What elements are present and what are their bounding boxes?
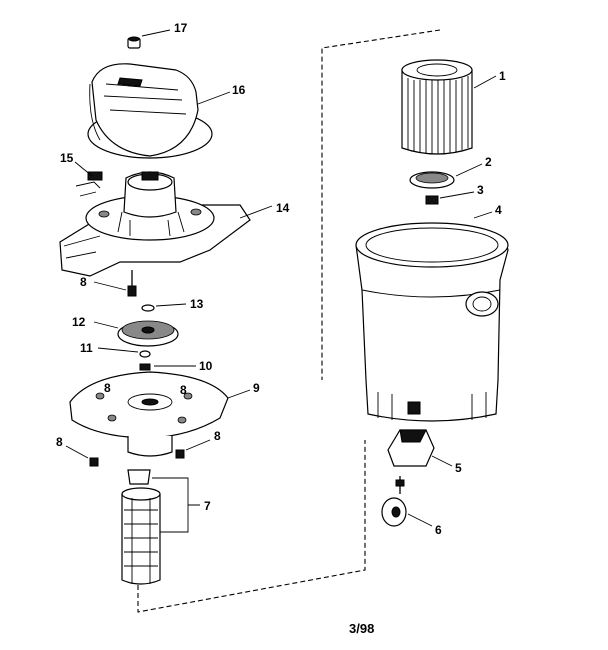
part-10-nut	[139, 363, 196, 371]
part-2-filter-plate	[409, 163, 483, 189]
part-4-tank	[355, 211, 509, 422]
label-part-8c: 8	[180, 383, 187, 397]
label-part-2: 2	[485, 155, 492, 169]
label-part-8a: 8	[80, 275, 87, 289]
label-part-7: 7	[204, 499, 211, 513]
part-3-nut	[425, 191, 475, 205]
part-17-knob	[127, 29, 171, 49]
part-9-base-plate	[69, 371, 251, 457]
label-part-8e: 8	[214, 429, 221, 443]
label-part-16: 16	[232, 83, 246, 97]
part-15-switch	[74, 161, 103, 197]
label-part-3: 3	[477, 183, 484, 197]
label-part-1: 1	[499, 69, 506, 83]
part-11-spacer	[97, 347, 151, 358]
part-1-filter-cartridge	[401, 59, 497, 155]
label-part-17: 17	[174, 21, 188, 35]
label-part-8d: 8	[56, 435, 63, 449]
label-part-12: 12	[72, 315, 86, 329]
part-13-washer	[141, 303, 187, 312]
part-14-motor-head	[59, 171, 273, 277]
label-part-15: 15	[60, 151, 74, 165]
label-part-14: 14	[276, 201, 290, 215]
label-part-13: 13	[190, 297, 204, 311]
label-part-8b: 8	[104, 381, 111, 395]
label-part-5: 5	[455, 461, 462, 475]
part-12-impeller	[93, 320, 179, 347]
part-5-caster-base	[387, 429, 453, 467]
part-8-screw-right	[175, 439, 211, 459]
part-7-filter-cage	[121, 469, 200, 585]
footer-code: 3/98	[349, 621, 374, 636]
label-part-9: 9	[253, 381, 260, 395]
label-part-6: 6	[435, 523, 442, 537]
label-part-4: 4	[495, 203, 502, 217]
label-part-11: 11	[80, 341, 93, 355]
part-8-screw-upper	[93, 270, 137, 297]
part-16-motor-cover	[87, 63, 231, 159]
assembly-dashed-path	[137, 29, 441, 613]
part-6-caster-wheel	[381, 476, 433, 527]
part-8-screw-left	[65, 445, 99, 467]
label-part-10: 10	[199, 359, 213, 373]
